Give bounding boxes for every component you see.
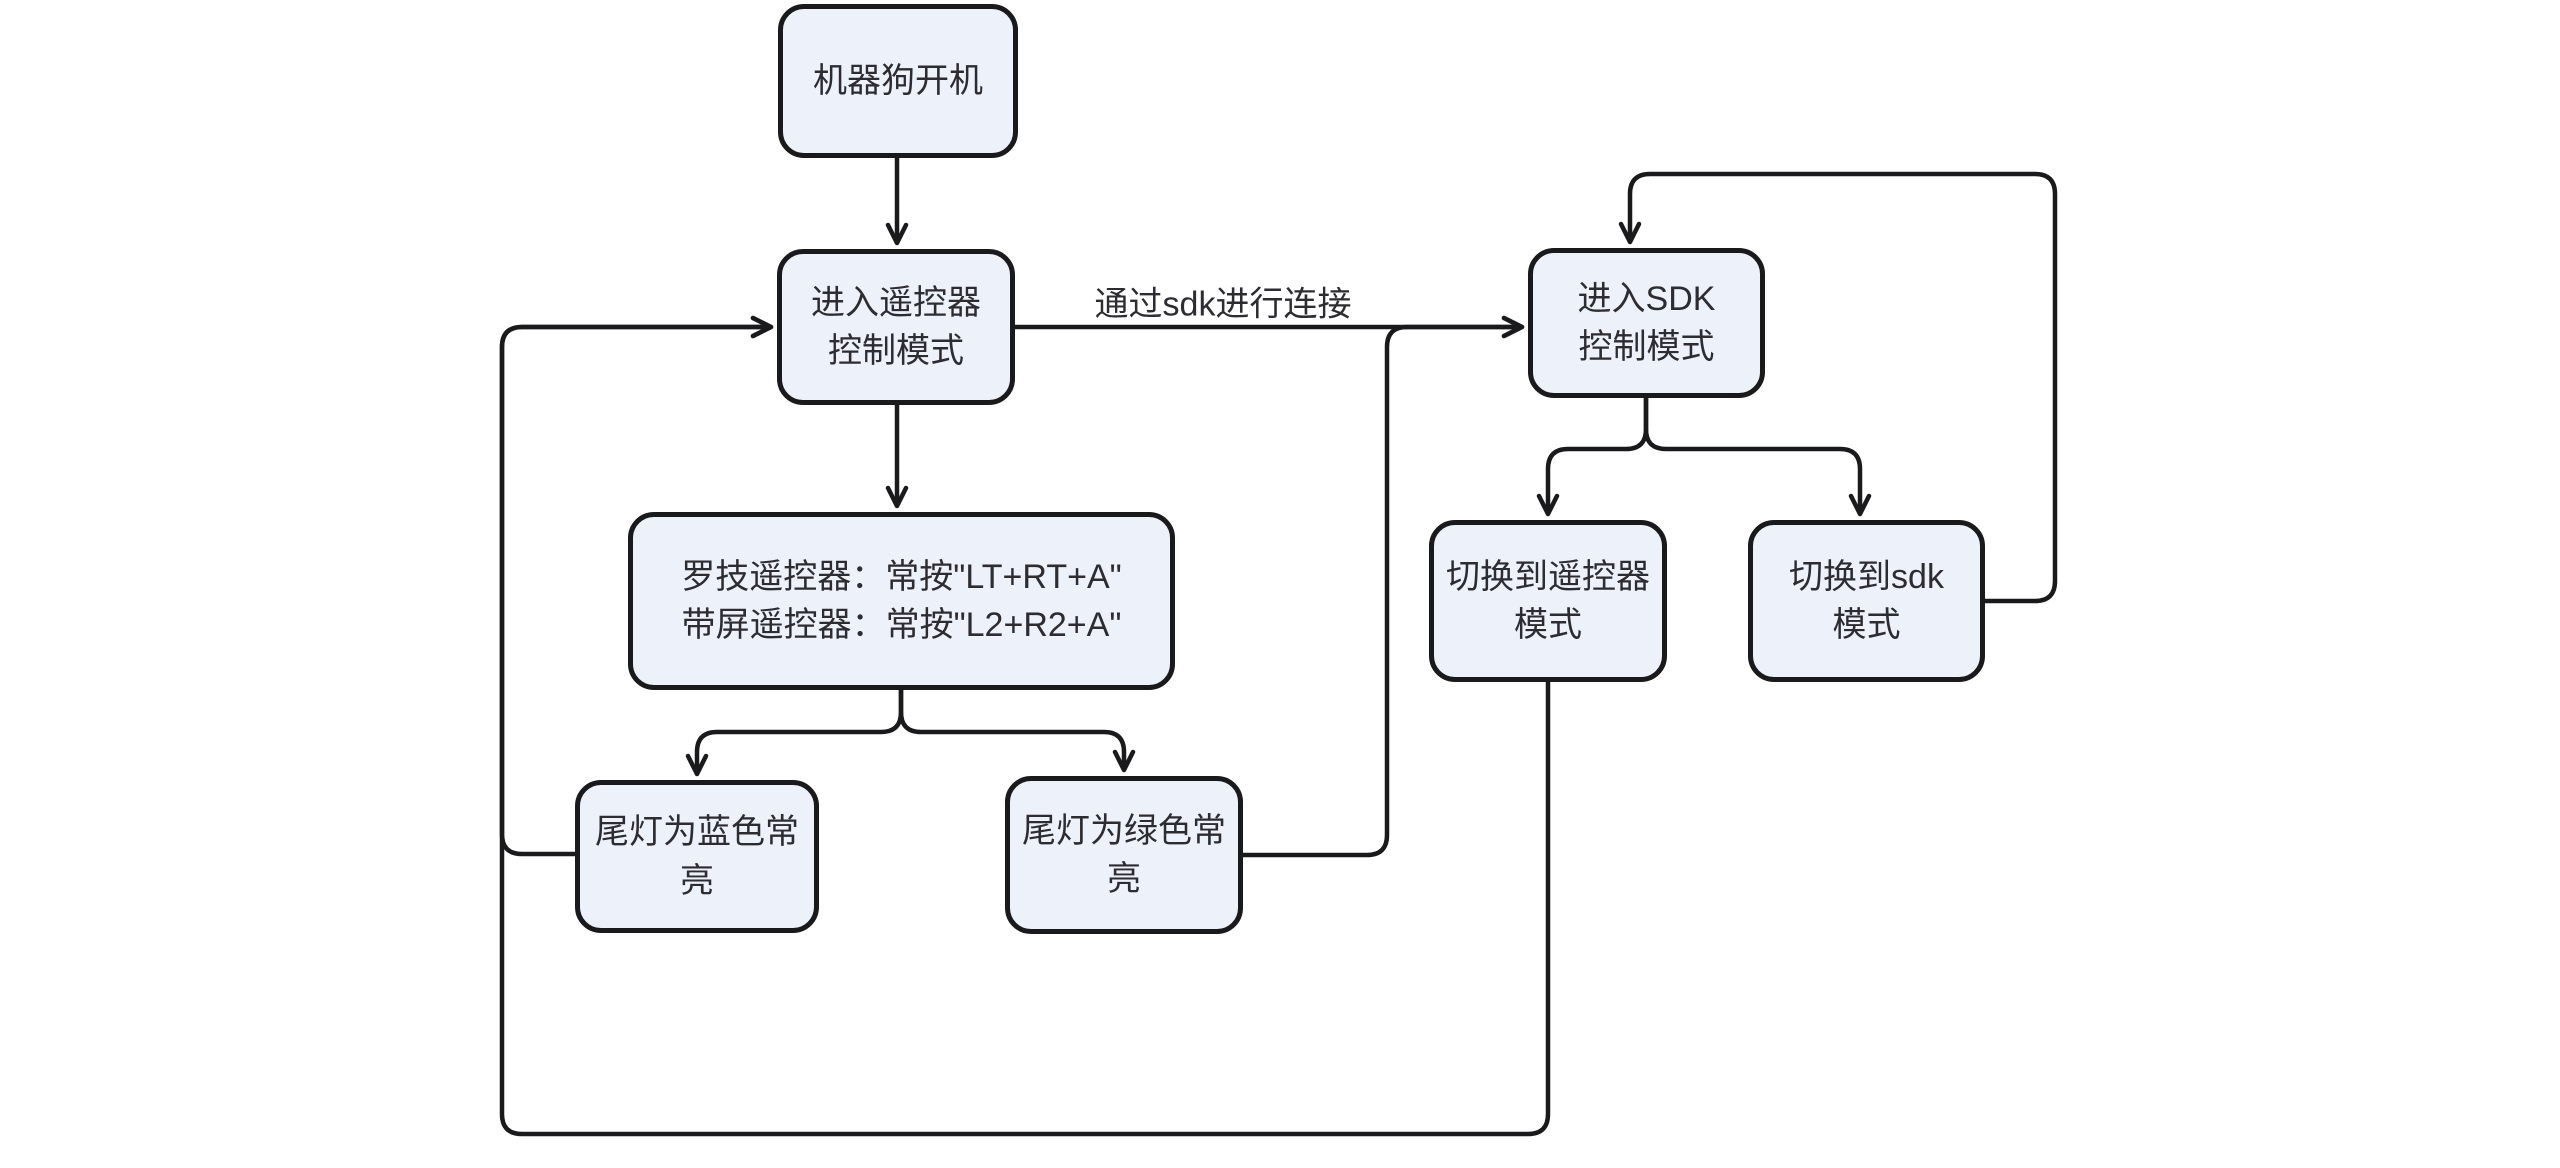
edge-longpress-to-tailgreen [898,690,1136,773]
edge-sdk-to-switchremote [1536,398,1649,517]
edge-switchremote-to-remote [499,315,1551,1137]
flow-node-sdk-mode: 进入SDK 控制模式 [1528,248,1765,398]
edge-tailgreen-to-sdk [1243,315,1525,858]
flow-node-tail-light-green: 尾灯为绿色常亮 [1005,776,1243,934]
edge-longpress-to-tailblue [685,690,904,777]
flow-node-long-press-combo: 罗技遥控器：常按"LT+RT+A" 带屏遥控器：常按"L2+R2+A" [628,512,1175,690]
edge-label-sdk-connect: 通过sdk进行连接 [1094,285,1352,324]
flow-node-remote-mode: 进入遥控器 控制模式 [777,249,1015,405]
edge-switchsdk-to-sdk [1618,171,2058,604]
edge-sdk-to-switchsdk [1643,398,1872,517]
flow-node-power-on: 机器狗开机 [778,4,1018,158]
flow-node-switch-sdk: 切换到sdk 模式 [1748,520,1985,682]
flow-node-tail-light-blue: 尾灯为蓝色常亮 [575,780,819,933]
flow-node-switch-remote: 切换到遥控器 模式 [1429,520,1667,682]
